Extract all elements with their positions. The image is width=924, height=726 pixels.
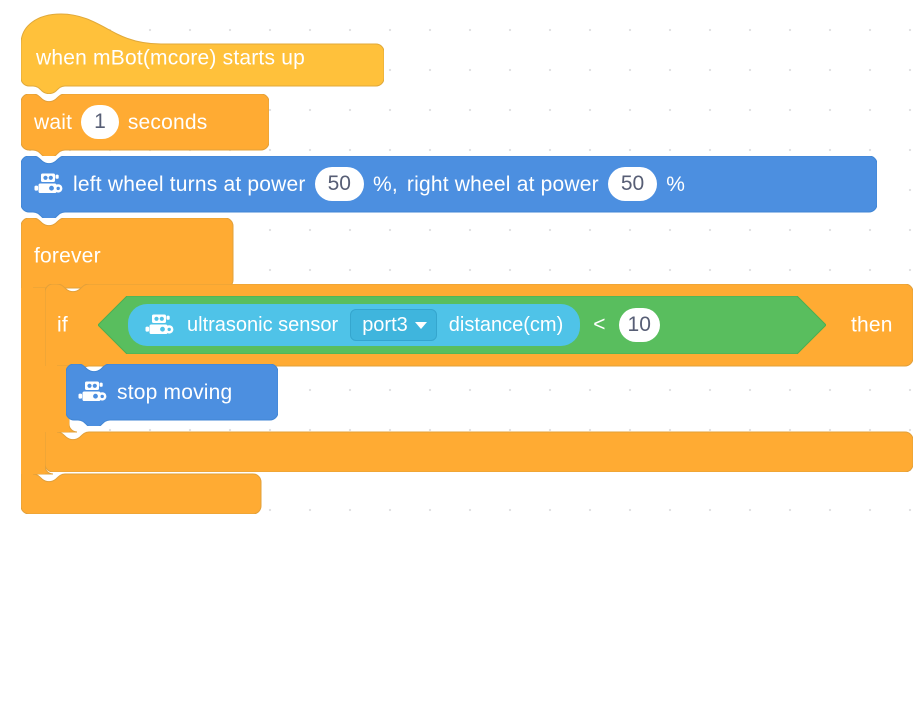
hat-block-label: when mBot(mcore) starts up: [36, 46, 305, 70]
loop-arrow-icon: [221, 702, 243, 723]
motor-percent-left: %,: [372, 172, 398, 196]
hat-block-shape: [21, 13, 384, 94]
block-wheels-turn-at-power[interactable]: left wheel turns at power 50 %, right wh…: [21, 156, 877, 218]
then-label: then: [851, 313, 893, 337]
chevron-down-icon: [414, 321, 427, 329]
wait-label-before: wait: [34, 110, 73, 134]
block-less-than-comparison[interactable]: ultrasonic sensor port3 distance(cm) < 1…: [98, 296, 826, 354]
sensor-port-value: port3: [362, 313, 408, 336]
block-ultrasonic-sensor-distance[interactable]: ultrasonic sensor port3 distance(cm): [128, 304, 581, 346]
comparison-value-input[interactable]: 10: [618, 308, 660, 342]
stop-block-shape: [66, 364, 278, 426]
forever-block-shape: [20, 217, 262, 515]
if-label: if: [57, 313, 68, 337]
wait-block-row: wait 1 seconds: [34, 94, 207, 150]
sensor-measure-label: distance(cm): [448, 313, 564, 336]
mbot-robot-icon: [34, 173, 63, 193]
motor-block-shape: [21, 156, 877, 218]
motor-right-power-input[interactable]: 50: [607, 167, 658, 201]
block-stop-moving[interactable]: stop moving: [66, 364, 278, 426]
ultrasonic-sensor-label: ultrasonic sensor: [187, 313, 339, 336]
motor-label-left: left wheel turns at power: [73, 172, 306, 196]
block-wait-seconds[interactable]: wait 1 seconds: [21, 94, 269, 156]
motor-label-right: right wheel at power: [406, 172, 599, 196]
comparison-operator: <: [593, 313, 606, 336]
motor-block-row: left wheel turns at power 50 %, right wh…: [34, 156, 685, 212]
wait-block-shape: [21, 94, 269, 156]
condition-row: ultrasonic sensor port3 distance(cm) < 1…: [128, 296, 660, 354]
block-forever[interactable]: forever: [20, 217, 911, 723]
block-when-mbot-starts-up[interactable]: when mBot(mcore) starts up: [21, 12, 384, 94]
stop-block-row: stop moving: [78, 364, 232, 420]
mbot-robot-icon: [78, 381, 107, 401]
forever-label: forever: [34, 244, 101, 268]
wait-label-after: seconds: [127, 110, 208, 134]
motor-percent-right: %: [666, 172, 686, 196]
sensor-port-dropdown[interactable]: port3: [350, 309, 437, 341]
stop-moving-label: stop moving: [117, 380, 233, 404]
wait-seconds-input[interactable]: 1: [81, 105, 119, 139]
motor-left-power-input[interactable]: 50: [314, 167, 364, 201]
mbot-robot-icon: [145, 314, 174, 334]
